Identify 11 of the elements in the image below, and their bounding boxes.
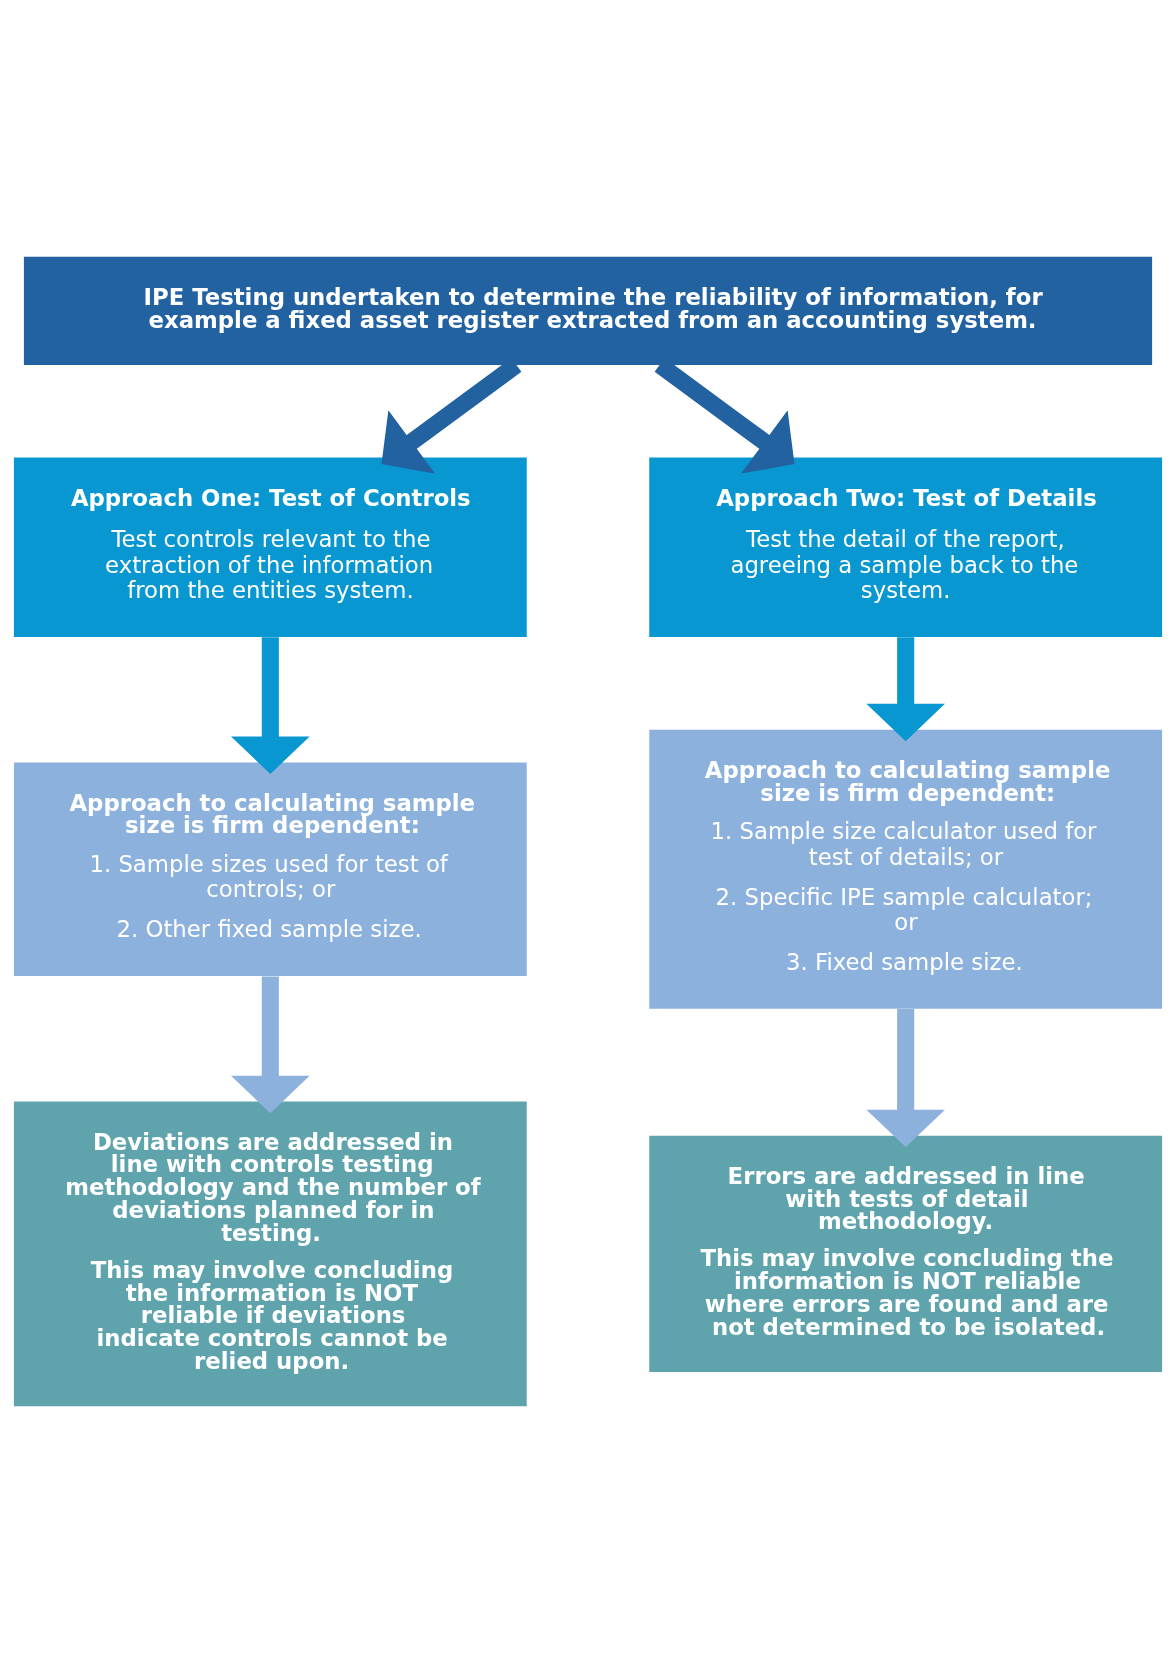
- node-box: Errors are addressed in line with tests of detail methodology. This may involve concluding the information is NOT reliable where errors are found and are not determined to be isolated.: [649, 1135, 1163, 1372]
- node-box: Approach to calculating sample size is firm dependent: 1. Sample size calculator used for test of details; or 2. Specific IPE sample calculator; or 3. Fixed sample size.: [649, 729, 1163, 1009]
- arrow: [866, 636, 945, 741]
- node-box: Approach One: Test of Controls Test controls relevant to the extraction of the information from the entities system.: [13, 457, 527, 637]
- arrow: [231, 636, 310, 774]
- arrow: [231, 976, 310, 1113]
- node-box: Approach to calculating sample size is firm dependent: 1. Sample sizes used for test of controls; or 2. Other fixed sample size.: [13, 761, 527, 976]
- arrow: [866, 1008, 945, 1147]
- node-box: IPE Testing undertaken to determine the reliability of information, for example a fixed asset register extracted from an accounting system.: [23, 256, 1153, 365]
- node-box: Deviations are addressed in line with controls testing methodology and the number of deviations planned for in testing. This may involve concluding the information is NOT reliable if deviations indicate controls cannot be relied upon.: [13, 1100, 527, 1406]
- node-box: Approach Two: Test of Details Test the detail of the report, agreeing a sample back to the system.: [649, 457, 1163, 637]
